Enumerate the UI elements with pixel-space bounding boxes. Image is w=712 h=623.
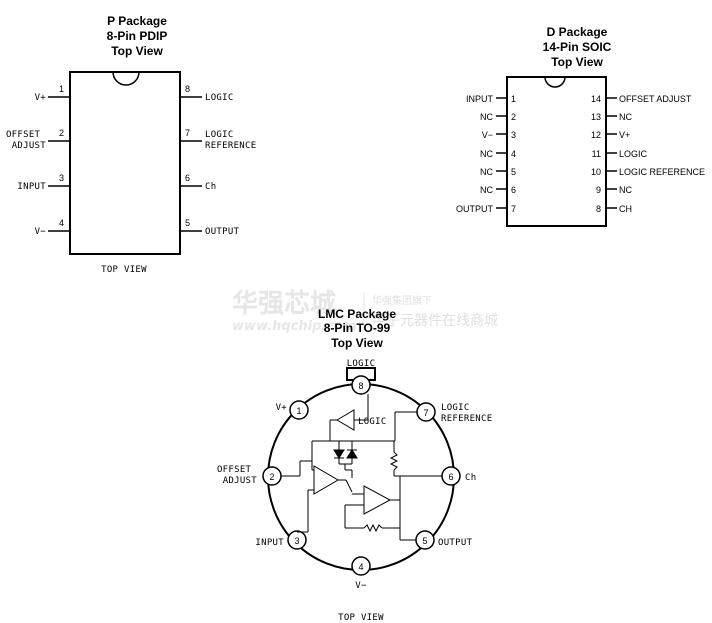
watermark-brand: 华强芯城 bbox=[232, 288, 336, 319]
p-pin-8-num: 8 bbox=[185, 84, 190, 94]
d-num-3: 3 bbox=[511, 130, 516, 140]
d-label-5: NC bbox=[480, 167, 493, 177]
lmc-label-logic: LOGIC bbox=[347, 359, 376, 369]
watermark-sub: 华强集团旗下 bbox=[372, 294, 432, 307]
d-label-10: LOGIC REFERENCE bbox=[619, 167, 705, 177]
d-num-7: 7 bbox=[511, 204, 516, 214]
d-label-1: INPUT bbox=[466, 94, 494, 104]
d-label-9: NC bbox=[619, 185, 632, 195]
d-title-2: 14-Pin SOIC bbox=[543, 40, 612, 54]
p-pin-1-num: 1 bbox=[59, 84, 64, 94]
d-num-13: 13 bbox=[591, 112, 601, 122]
d-body bbox=[506, 76, 607, 227]
lmc-num-2: 2 bbox=[269, 472, 274, 482]
p-label-vminus: V− bbox=[35, 227, 47, 237]
d-label-14: OFFSET ADJUST bbox=[619, 94, 692, 104]
p-pin-6-num: 6 bbox=[185, 173, 190, 183]
lmc-label-ch: Ch bbox=[465, 473, 476, 483]
lmc-title-3: Top View bbox=[331, 336, 383, 350]
p-label-vplus: V+ bbox=[35, 93, 47, 103]
lmc-caption: TOP VIEW bbox=[338, 613, 384, 623]
d-label-7: OUTPUT bbox=[456, 204, 494, 214]
lmc-label-vplus: V+ bbox=[276, 403, 288, 413]
d-num-6: 6 bbox=[511, 185, 516, 195]
d-label-2: NC bbox=[480, 112, 493, 122]
p-label-input: INPUT bbox=[17, 182, 46, 192]
p-caption: TOP VIEW bbox=[101, 265, 147, 275]
p-pin-3-num: 3 bbox=[59, 173, 64, 183]
lmc-num-4: 4 bbox=[358, 562, 363, 572]
p-title-1: P Package bbox=[107, 14, 167, 28]
logic-buffer-symbol bbox=[336, 409, 355, 431]
d-num-14: 14 bbox=[591, 94, 601, 104]
p-label-offset-l1: OFFSET bbox=[6, 130, 41, 140]
d-label-13: NC bbox=[619, 112, 632, 122]
p-pin-5-num: 5 bbox=[185, 218, 190, 228]
p-package: P Package 8-Pin PDIP Top View 1 2 3 4 5 … bbox=[6, 14, 256, 275]
lmc-num-3: 3 bbox=[294, 536, 299, 546]
p-title-2: 8-Pin PDIP bbox=[107, 29, 168, 43]
resistor-2 bbox=[363, 523, 383, 533]
d-num-2: 2 bbox=[511, 112, 516, 122]
d-num-9: 9 bbox=[596, 185, 601, 195]
lmc-num-1: 1 bbox=[296, 406, 301, 416]
p-label-logicref: LOGIC REFERENCE bbox=[205, 130, 256, 151]
opamp-1 bbox=[313, 465, 339, 495]
p-label-logic: LOGIC bbox=[205, 93, 234, 103]
d-num-4: 4 bbox=[511, 149, 516, 159]
p-label-output: OUTPUT bbox=[205, 227, 240, 237]
d-notch bbox=[544, 76, 566, 88]
d-num-1: 1 bbox=[511, 94, 516, 104]
opamp-2 bbox=[363, 485, 392, 515]
d-label-4: NC bbox=[480, 149, 493, 159]
resistor-1 bbox=[389, 451, 399, 471]
lmc-pin-3 bbox=[287, 530, 307, 550]
lmc-num-8: 8 bbox=[358, 381, 363, 391]
lmc-title-2: 8-Pin TO-99 bbox=[324, 321, 391, 335]
p-pin-2-num: 2 bbox=[59, 128, 64, 138]
lmc-label-input: INPUT bbox=[255, 538, 284, 548]
d-label-8: CH bbox=[619, 204, 632, 214]
d-num-5: 5 bbox=[511, 167, 516, 177]
d-label-6: NC bbox=[480, 185, 493, 195]
p-notch bbox=[112, 71, 140, 86]
lmc-label-logicref: LOGIC REFERENCE bbox=[441, 403, 492, 424]
lmc-package: LMC Package 8-Pin TO-99 Top View 8 1 7 2… bbox=[217, 307, 492, 623]
lmc-num-7: 7 bbox=[423, 408, 428, 418]
watermark-tagline: 电子元器件在线商城 bbox=[372, 313, 498, 329]
lmc-pin-1 bbox=[289, 400, 309, 420]
p-label-offset: OFFSET ADJUST bbox=[6, 130, 46, 151]
d-label-3: V− bbox=[482, 130, 493, 140]
p-label-ch: Ch bbox=[205, 182, 216, 192]
lmc-inner-logic: LOGIC bbox=[358, 417, 387, 427]
lmc-pin-4 bbox=[351, 556, 371, 576]
d-label-12: V+ bbox=[619, 130, 630, 140]
p-pin-7-num: 7 bbox=[185, 128, 190, 138]
p-label-offset-l2: ADJUST bbox=[12, 141, 47, 151]
diode-2 bbox=[346, 449, 358, 459]
d-label-11: LOGIC bbox=[619, 149, 648, 159]
lmc-title-1: LMC Package bbox=[318, 307, 396, 321]
lmc-num-5: 5 bbox=[422, 536, 427, 546]
lmc-pin-8 bbox=[351, 375, 371, 395]
lmc-label-offset: OFFSET ADJUST bbox=[217, 465, 257, 486]
p-pin-4-num: 4 bbox=[59, 218, 64, 228]
d-title-1: D Package bbox=[547, 25, 608, 39]
d-title-3: Top View bbox=[551, 55, 603, 69]
lmc-label-vminus: V− bbox=[355, 581, 367, 591]
watermark: 华强芯城 www.hqchip.com 华强集团旗下 电子元器件在线商城 bbox=[232, 288, 498, 334]
d-num-10: 10 bbox=[591, 167, 601, 177]
p-title-3: Top View bbox=[111, 44, 163, 58]
p-body bbox=[69, 71, 181, 255]
d-num-11: 11 bbox=[592, 149, 601, 159]
lmc-num-6: 6 bbox=[448, 472, 453, 482]
watermark-url: www.hqchip.com bbox=[232, 319, 357, 334]
d-num-8: 8 bbox=[596, 204, 601, 214]
d-package: D Package 14-Pin SOIC Top View INPUT NC … bbox=[456, 25, 705, 227]
d-num-12: 12 bbox=[591, 130, 601, 140]
lmc-label-output: OUTPUT bbox=[438, 538, 473, 548]
lmc-internal-schematic bbox=[281, 394, 442, 541]
diode-1 bbox=[333, 449, 345, 459]
